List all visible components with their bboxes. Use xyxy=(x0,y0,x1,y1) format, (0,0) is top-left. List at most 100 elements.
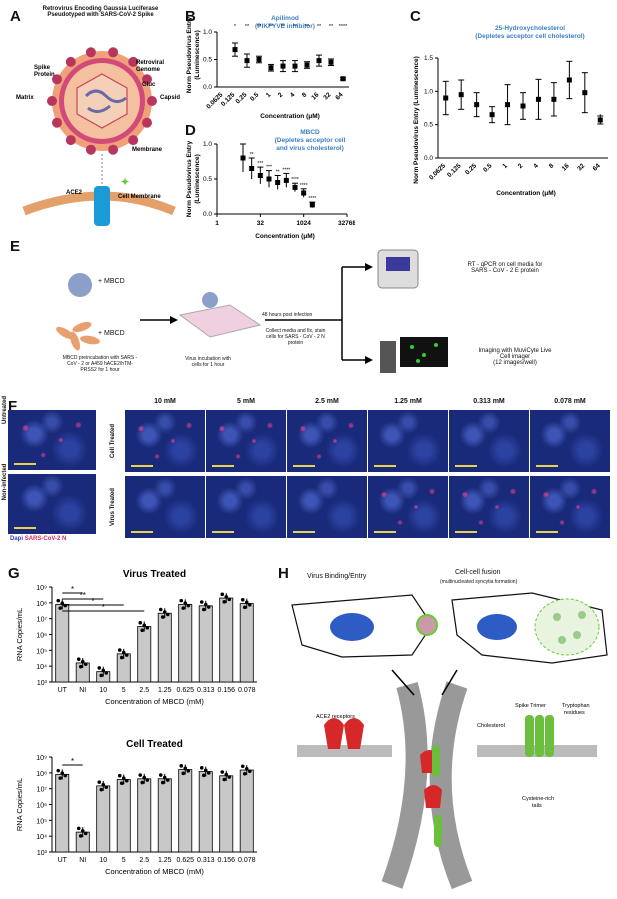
micro-cell-2 xyxy=(287,410,367,472)
y-tick-label: 1.0 xyxy=(203,29,212,36)
y-tick-label: 10⁷ xyxy=(37,617,48,624)
replicate-point xyxy=(247,603,252,607)
data-point xyxy=(505,102,511,108)
conc-label: 2.5 mM xyxy=(315,398,339,405)
data-point xyxy=(304,62,310,68)
replicate-point xyxy=(80,659,85,664)
replicate-point xyxy=(158,773,163,777)
cysteine-label-1: Cysteine-rich xyxy=(522,796,554,802)
data-point xyxy=(597,117,603,123)
bar xyxy=(239,603,254,683)
x-tick-label: 5 xyxy=(122,857,126,864)
micro-noninfected xyxy=(8,474,96,534)
y-tick-label: 0.0 xyxy=(203,211,212,218)
label-spike: Spike xyxy=(34,65,51,71)
collect-text: Collect media and fix, stain cells for S… xyxy=(265,328,326,346)
significance-mark: * xyxy=(599,114,602,120)
data-point xyxy=(474,102,480,108)
micro-untreated xyxy=(8,410,96,470)
cell-cluster-icon xyxy=(56,321,100,351)
replicate-point xyxy=(165,612,170,617)
replicate-point xyxy=(58,606,63,610)
micro-virus-4 xyxy=(449,476,529,538)
b-annotation-2: (PIKFYVE inhibitor) xyxy=(255,23,315,30)
replicate-point xyxy=(242,605,247,610)
spike-2 xyxy=(128,135,139,146)
replicate-point xyxy=(224,772,229,777)
spike-7 xyxy=(47,96,57,106)
panel-a-title-line2: Pseudotyped with SARS-CoV-2 Spike xyxy=(47,12,154,18)
replicate-point xyxy=(244,766,249,771)
spike-1 xyxy=(142,117,152,128)
data-point xyxy=(458,92,464,98)
x-tick-label: 1 xyxy=(265,91,273,99)
y-tick-label: 10⁶ xyxy=(36,633,47,640)
replicate-point xyxy=(121,776,126,781)
significance-mark: * xyxy=(71,757,74,766)
replicate-point xyxy=(145,625,150,630)
replicate-point xyxy=(121,650,126,655)
x-tick-label: 0.5 xyxy=(482,162,494,174)
x-tick-label: 0.156 xyxy=(217,687,235,694)
replicate-point xyxy=(63,603,68,608)
label-genome: Genome xyxy=(136,67,161,73)
label-cell-membrane: Cell Membrane xyxy=(118,194,161,200)
replicate-point xyxy=(101,782,106,787)
bar xyxy=(198,605,213,683)
micro-virus-0 xyxy=(125,476,205,538)
micro-virus-1 xyxy=(206,476,286,538)
spike-5 xyxy=(65,135,76,146)
x-tick-label: 0.156 xyxy=(217,857,235,864)
x-tick-label: 4 xyxy=(289,91,297,99)
x-tick-label: 2 xyxy=(277,91,285,99)
replicate-point xyxy=(186,603,191,608)
replicate-point xyxy=(63,773,68,778)
y-tick-label: 0.0 xyxy=(424,155,433,162)
replicate-point xyxy=(138,773,143,777)
data-point xyxy=(232,47,238,53)
chart-title: Cell Treated xyxy=(126,739,183,750)
replicate-point xyxy=(60,771,65,775)
b-xlabel: Concentration (μM) xyxy=(260,113,320,120)
data-point xyxy=(566,77,572,83)
data-point xyxy=(283,177,289,183)
replicate-point xyxy=(76,826,81,831)
data-point xyxy=(582,90,588,96)
x-tick-label: UT xyxy=(58,687,68,694)
fusion-title: Cell-cell fusion xyxy=(455,569,501,576)
tryptophan-label-1: Tryptophan xyxy=(562,703,590,709)
spike-proteins xyxy=(47,47,157,155)
replicate-point xyxy=(158,607,163,612)
y-tick-label: 10⁴ xyxy=(36,834,47,841)
replicate-point xyxy=(78,664,83,669)
micro-cell-4 xyxy=(449,410,529,472)
d-annotation-1: MBCD xyxy=(300,129,320,136)
x-tick-label: 5 xyxy=(122,687,126,694)
spike-10 xyxy=(85,47,96,58)
x-tick-label: 16 xyxy=(310,91,320,101)
y-tick-label: 0.0 xyxy=(203,84,212,91)
significance-mark: * xyxy=(91,597,94,606)
significance-mark: ** xyxy=(257,24,262,30)
replicate-point xyxy=(138,620,143,625)
data-point xyxy=(240,155,246,161)
conc-label: 5 mM xyxy=(237,398,255,405)
label-matrix: Matrix xyxy=(16,95,34,101)
tryptophan-label-2: residues xyxy=(564,710,585,716)
sparkle-icon: ✦ xyxy=(120,175,130,189)
cell-treated-label: Cell Treated xyxy=(110,424,116,459)
virus-cluster-icon xyxy=(68,273,92,297)
panel-label-b: B xyxy=(185,8,196,25)
data-point xyxy=(328,59,334,65)
y-tick-label: 10⁶ xyxy=(36,803,47,810)
bar xyxy=(219,775,234,853)
panel-label-h: H xyxy=(278,565,289,582)
bar xyxy=(55,603,70,683)
cysteine-label-2: tails xyxy=(532,803,542,809)
x-tick-label: 8 xyxy=(301,91,309,99)
replicate-point xyxy=(179,598,184,603)
data-point xyxy=(256,57,262,62)
x-tick-label: NI xyxy=(79,687,86,694)
label-capsid: Capsid xyxy=(160,95,180,101)
bar xyxy=(239,769,254,853)
